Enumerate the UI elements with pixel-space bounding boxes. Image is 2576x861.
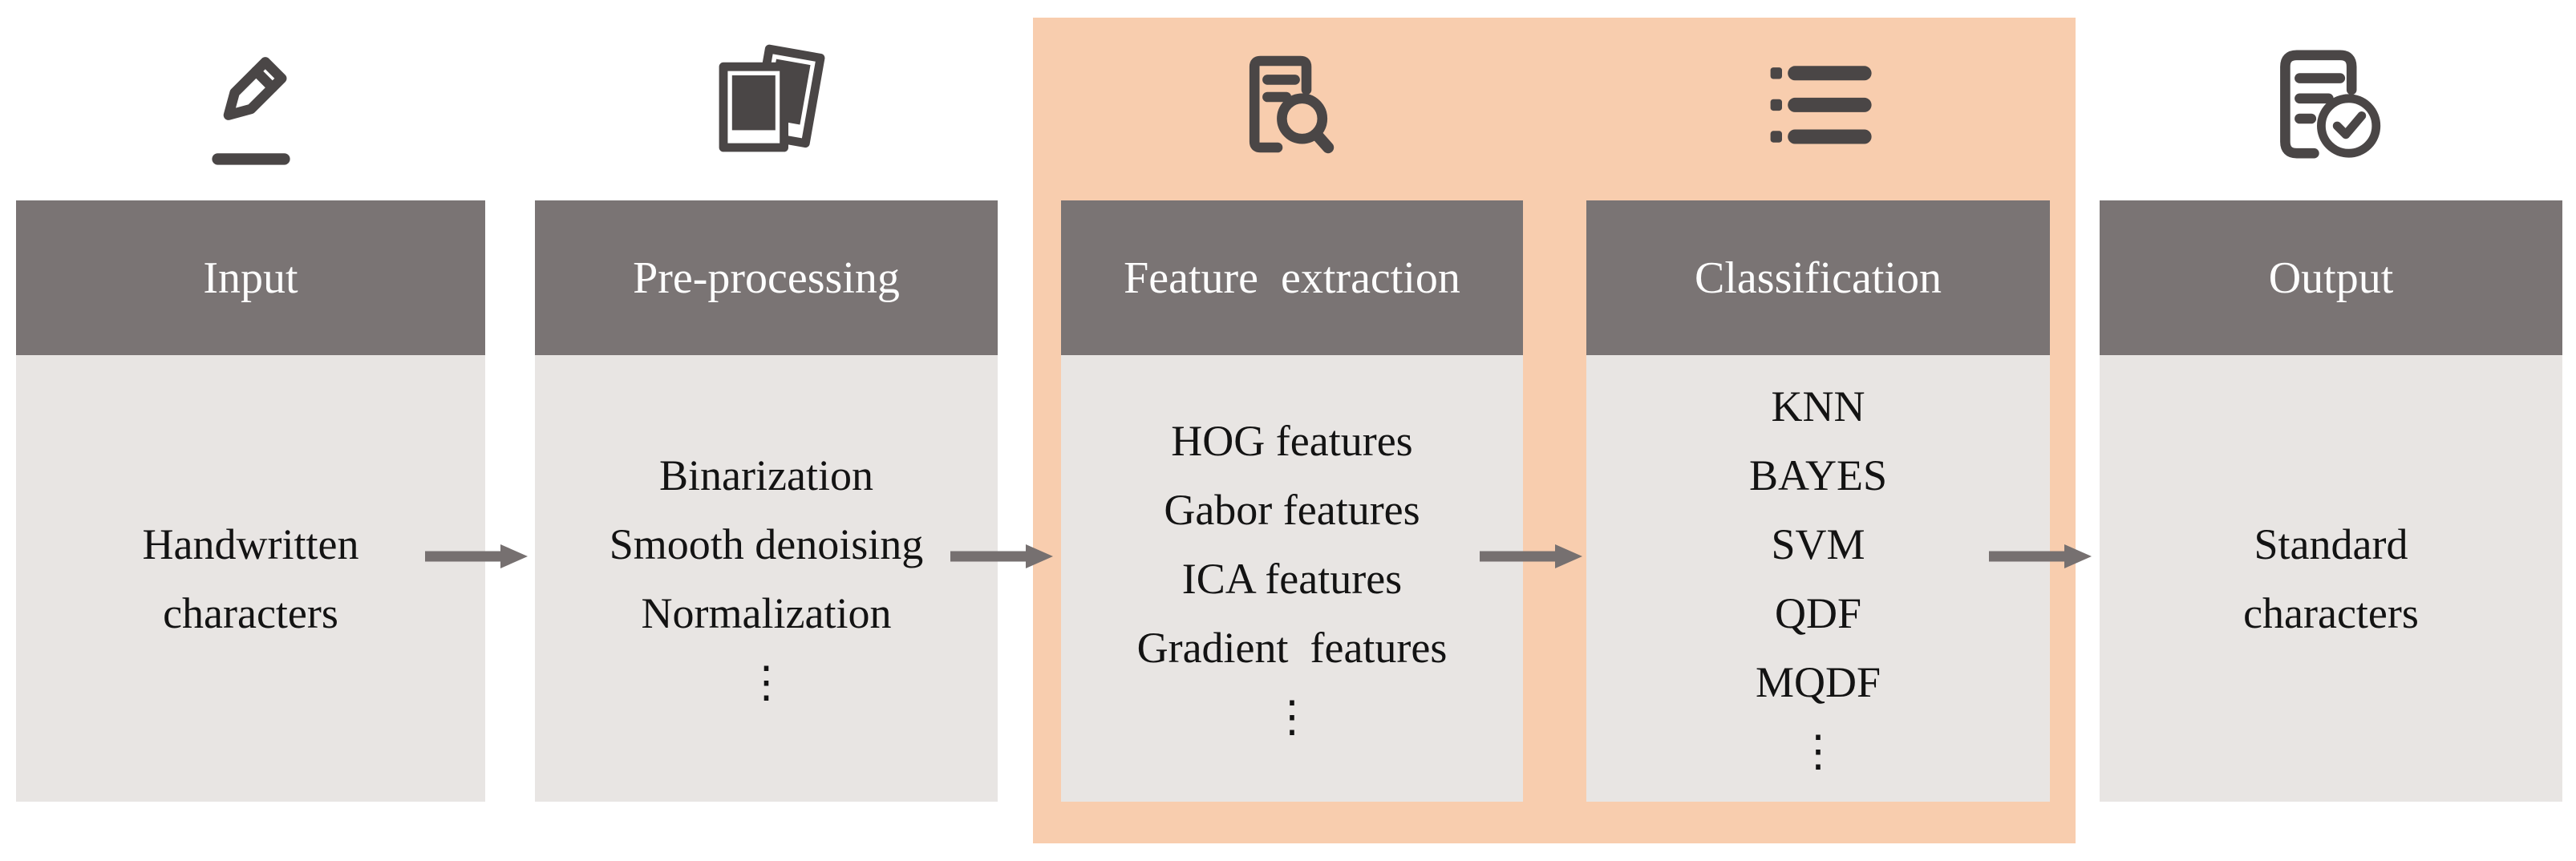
- body-line: Normalization: [641, 588, 892, 637]
- body-line: Standard: [2254, 519, 2408, 568]
- stage-body: Standard characters: [2100, 355, 2562, 802]
- body-line: characters: [2243, 588, 2419, 637]
- body-line: BAYES: [1748, 451, 1888, 499]
- stage-title: Classification: [1695, 253, 1942, 303]
- body-line: Smooth denoising: [609, 519, 924, 568]
- stage-header: Output: [2100, 200, 2562, 355]
- stage-input: Input Handwritten characters: [16, 0, 485, 861]
- stage-title: Pre-processing: [633, 253, 900, 303]
- photos-icon: [535, 0, 998, 200]
- stage-header: Classification: [1586, 200, 2050, 355]
- body-line: SVM: [1771, 519, 1865, 568]
- body-line: characters: [163, 588, 338, 637]
- body-line: Gradient features: [1136, 623, 1448, 672]
- stage-header: Pre-processing: [535, 200, 998, 355]
- document-check-icon: [2100, 0, 2562, 200]
- stage-header: Input: [16, 200, 485, 355]
- body-line: ⋮: [744, 657, 788, 706]
- body-line: QDF: [1774, 588, 1862, 637]
- stage-title: Feature extraction: [1124, 253, 1460, 303]
- stage-header: Feature extraction: [1061, 200, 1523, 355]
- body-line: Handwritten: [142, 519, 359, 568]
- flow-arrow: [1480, 544, 1582, 568]
- body-line: Binarization: [659, 451, 873, 499]
- stage-body: KNN BAYES SVM QDF MQDF ⋮: [1586, 355, 2050, 802]
- body-line: ICA features: [1181, 554, 1403, 603]
- flow-arrow: [425, 544, 528, 568]
- stage-title: Input: [203, 253, 298, 303]
- list-icon: [1586, 0, 2050, 200]
- document-search-icon: [1061, 0, 1523, 200]
- stage-title: Output: [2268, 253, 2394, 303]
- body-line: Gabor features: [1164, 485, 1420, 534]
- body-line: ⋮: [1796, 726, 1840, 775]
- body-line: ⋮: [1270, 692, 1314, 741]
- flow-arrow: [1989, 544, 2092, 568]
- stage-classification: Classification KNN BAYES SVM QDF MQDF ⋮: [1586, 0, 2050, 861]
- body-line: MQDF: [1755, 657, 1881, 706]
- stage-output: Output Standard characters: [2100, 0, 2562, 861]
- body-line: HOG features: [1171, 416, 1413, 465]
- stage-body: Handwritten characters: [16, 355, 485, 802]
- pencil-icon: [16, 0, 485, 200]
- flow-arrow: [950, 544, 1053, 568]
- body-line: KNN: [1771, 382, 1865, 430]
